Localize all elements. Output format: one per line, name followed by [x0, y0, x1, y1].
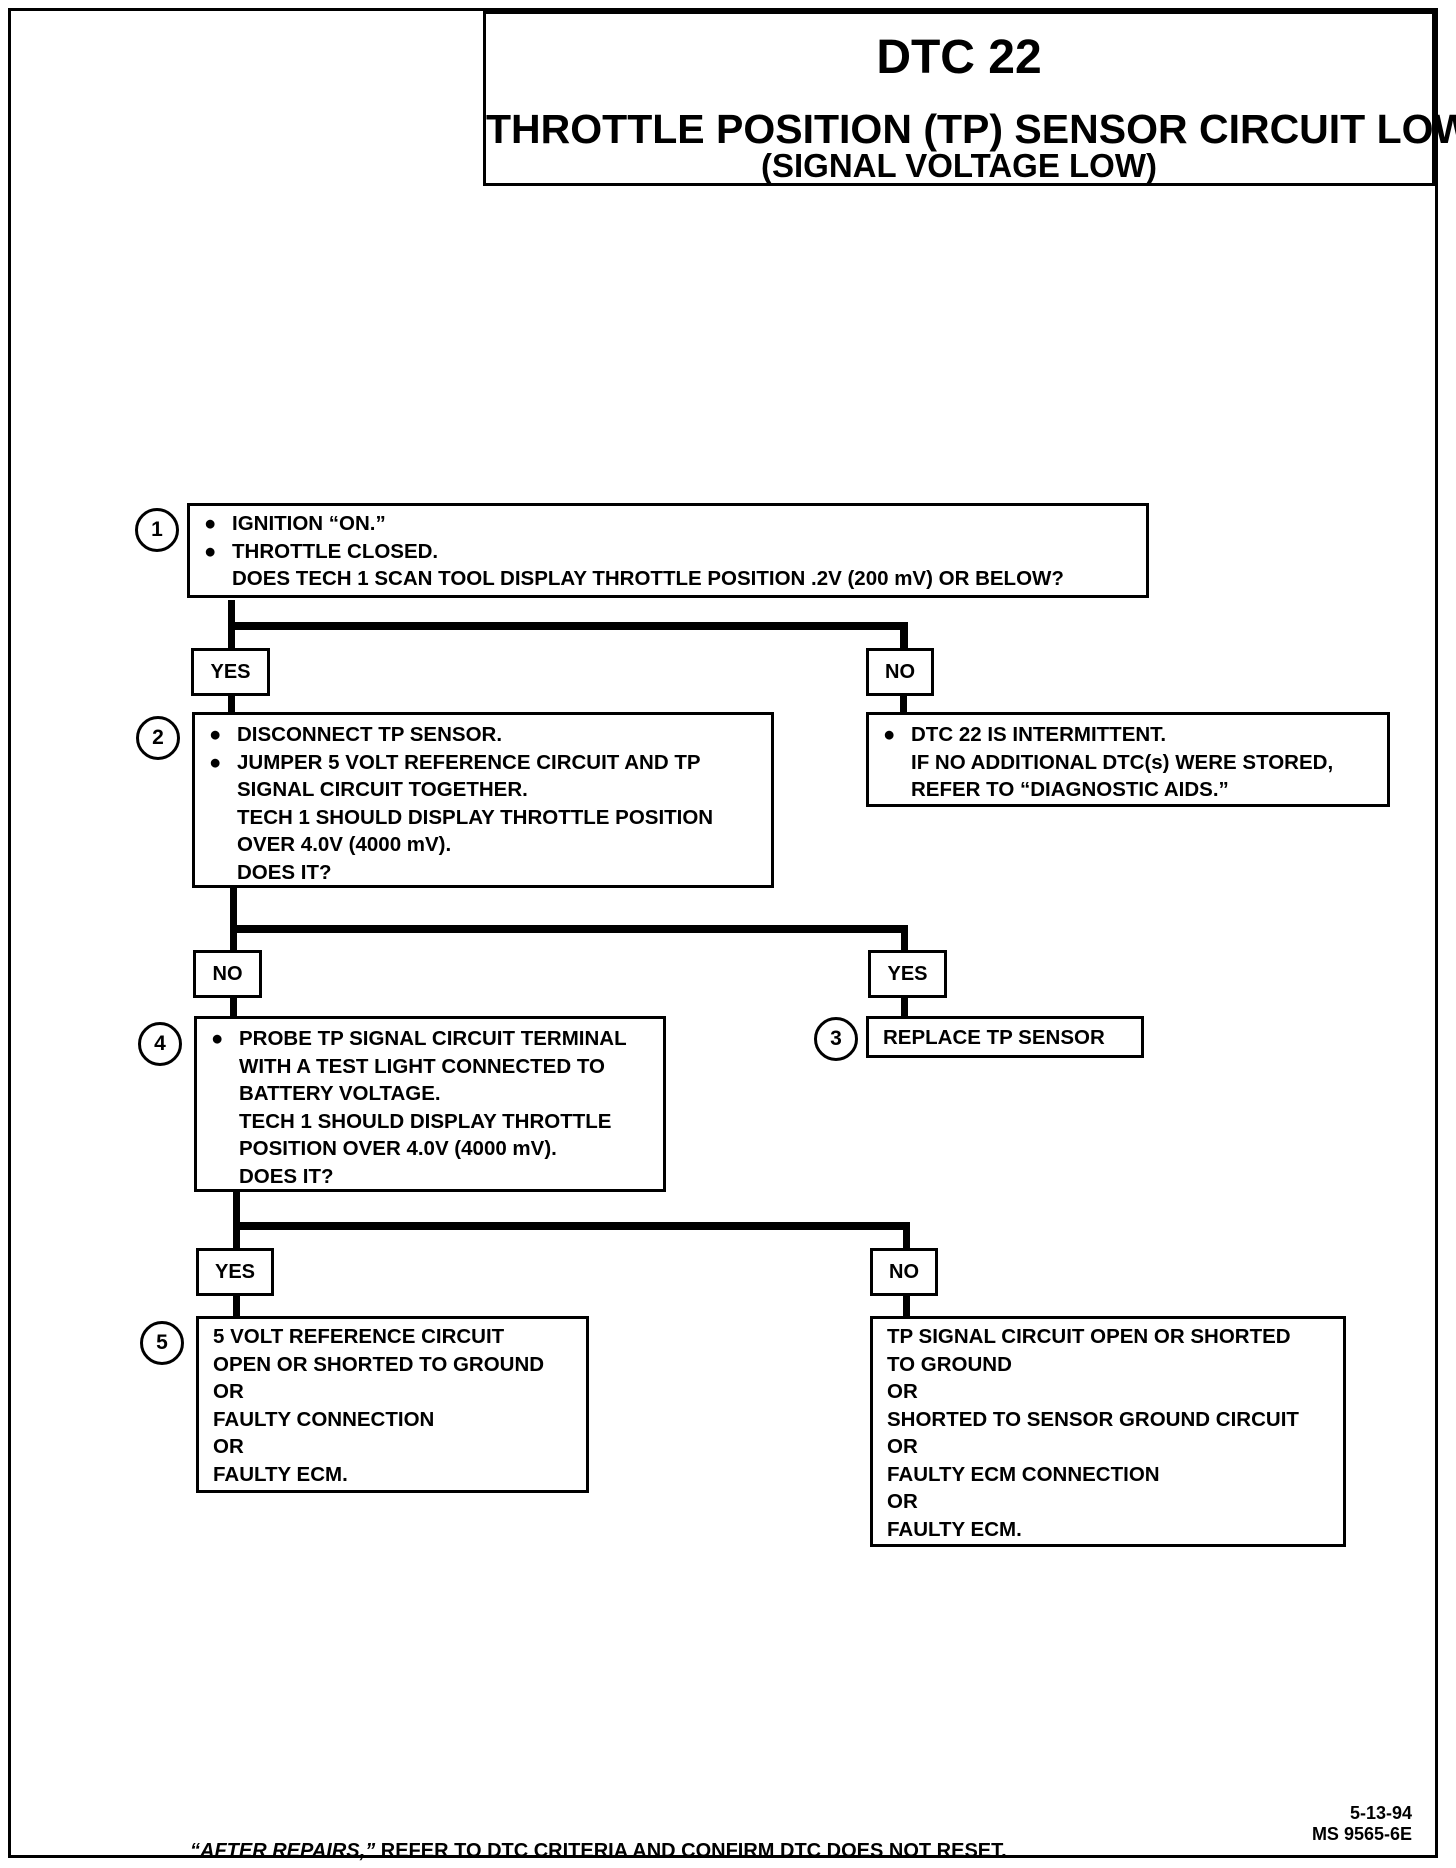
connector-line	[233, 1222, 910, 1230]
no-label: NO	[870, 1248, 938, 1296]
dtc-title: THROTTLE POSITION (TP) SENSOR CIRCUIT LO…	[486, 106, 1456, 152]
dtc-code: DTC 22	[876, 31, 1042, 84]
bullet-icon: ●	[204, 512, 217, 535]
step-5-box: 5 VOLT REFERENCE CIRCUIT OPEN OR SHORTED…	[196, 1316, 589, 1493]
after-repairs-label: “AFTER REPAIRS,”	[190, 1840, 376, 1862]
bullet-icon: ●	[204, 539, 217, 563]
dtc-subtitle: (SIGNAL VOLTAGE LOW)	[761, 147, 1157, 184]
step-number-3: 3	[814, 1017, 858, 1061]
intermittent-bullet: ● DTC 22 IS INTERMITTENT.	[869, 721, 1387, 749]
title-block: DTC 22 THROTTLE POSITION (TP) SENSOR CIR…	[483, 11, 1456, 186]
connector-line	[903, 1222, 910, 1250]
yes-label: YES	[868, 950, 947, 998]
bullet-icon: ●	[883, 723, 896, 746]
step-1-question: DOES TECH 1 SCAN TOOL DISPLAY THROTTLE P…	[232, 567, 1064, 590]
step-2-box: ● DISCONNECT TP SENSOR. ● JUMPER 5 VOLT RE…	[192, 712, 774, 888]
step-2-bullet-text: JUMPER 5 VOLT REFERENCE CIRCUIT AND TP S…	[237, 750, 701, 802]
connector-line	[230, 925, 908, 933]
bullet-icon: ●	[209, 723, 222, 746]
after-repairs-text: REFER TO DTC CRITERIA AND CONFIRM DTC DO…	[375, 1840, 1007, 1862]
step-1-bullet-text: IGNITION “ON.”	[232, 512, 386, 535]
step-1-bullet-text: THROTTLE CLOSED.	[232, 539, 439, 563]
connector-line	[233, 1295, 240, 1319]
yes-label: YES	[191, 648, 270, 696]
intermittent-bullet-text: DTC 22 IS INTERMITTENT.	[911, 723, 1167, 746]
step-3-text: REPLACE TP SENSOR	[883, 1026, 1105, 1049]
step-1-box: ● IGNITION “ON.” ● THROTTLE CLOSED. DOES T…	[187, 503, 1149, 598]
connector-line	[233, 1190, 240, 1250]
document-reference: 5-13-94 MS 9565-6E	[1300, 1803, 1412, 1845]
step-4-box: ● PROBE TP SIGNAL CIRCUIT TERMINAL WITH A…	[194, 1016, 666, 1192]
connector-line	[901, 996, 908, 1018]
step-3-box: REPLACE TP SENSOR	[866, 1016, 1144, 1058]
step-number-2: 2	[136, 716, 180, 760]
connector-line	[228, 695, 235, 714]
signal-circuit-box: TP SIGNAL CIRCUIT OPEN OR SHORTED TO GRO…	[870, 1316, 1346, 1547]
signal-circuit-text: TP SIGNAL CIRCUIT OPEN OR SHORTED TO GRO…	[887, 1325, 1299, 1541]
intermittent-text: IF NO ADDITIONAL DTC(s) WERE STORED, REF…	[911, 750, 1334, 802]
step-2-bullet: ● DISCONNECT TP SENSOR.	[195, 721, 771, 749]
step-4-bullet-text: PROBE TP SIGNAL CIRCUIT TERMINAL WITH A …	[239, 1027, 627, 1105]
bullet-icon: ●	[211, 1027, 224, 1050]
step-2-bullet-text: DISCONNECT TP SENSOR.	[237, 723, 503, 746]
step-number-1: 1	[135, 508, 179, 552]
step-4-bullet: ● PROBE TP SIGNAL CIRCUIT TERMINAL WITH A…	[197, 1025, 663, 1108]
step-2-question: TECH 1 SHOULD DISPLAY THROTTLE POSITION …	[237, 805, 714, 884]
yes-label: YES	[196, 1248, 274, 1296]
connector-line	[230, 996, 237, 1018]
after-repairs-note: “AFTER REPAIRS,” REFER TO DTC CRITERIA A…	[190, 1840, 1007, 1863]
step-4-question: TECH 1 SHOULD DISPLAY THROTTLE POSITION …	[239, 1109, 612, 1188]
connector-line	[228, 622, 908, 630]
step-1-bullet: ● IGNITION “ON.”	[190, 510, 1146, 538]
step-2-bullet: ● JUMPER 5 VOLT REFERENCE CIRCUIT AND TP …	[195, 749, 771, 804]
step-number-4: 4	[138, 1022, 182, 1066]
step-1-bullet: ● THROTTLE CLOSED.	[190, 538, 1146, 566]
no-label: NO	[193, 950, 262, 998]
connector-line	[900, 695, 907, 714]
connector-line	[901, 925, 908, 952]
connector-line	[903, 1295, 910, 1319]
connector-line	[900, 622, 908, 648]
page-frame	[8, 8, 1438, 1858]
no-label: NO	[866, 648, 934, 696]
document-number: MS 9565-6E	[1311, 1824, 1412, 1844]
bullet-icon: ●	[209, 750, 222, 774]
step-number-5: 5	[140, 1321, 184, 1365]
intermittent-box: ● DTC 22 IS INTERMITTENT. IF NO ADDITIONA…	[866, 712, 1390, 807]
step-5-text: 5 VOLT REFERENCE CIRCUIT OPEN OR SHORTED…	[213, 1325, 545, 1486]
connector-line	[230, 886, 237, 952]
document-date: 5-13-94	[1349, 1803, 1412, 1823]
